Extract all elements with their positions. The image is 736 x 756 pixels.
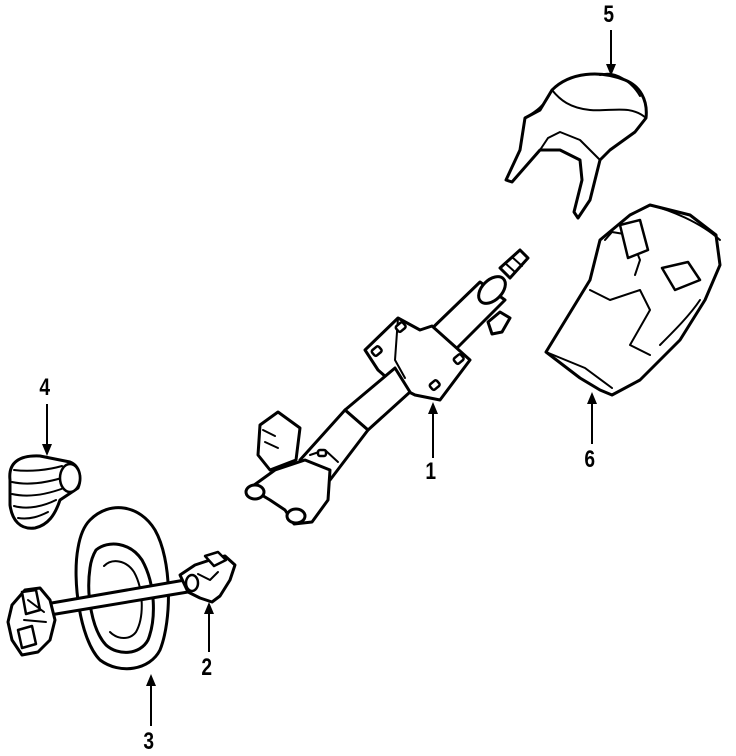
- callout-1: 1: [425, 458, 437, 485]
- left-universal-joint: [6, 586, 57, 657]
- leader-lines: [42, 30, 616, 726]
- part-6-lower-shroud: [544, 203, 722, 397]
- callout-6: 6: [584, 446, 596, 473]
- part-1-steering-column: [244, 248, 530, 526]
- part-5-upper-shroud: [504, 72, 648, 220]
- part-2-universal-joint: [178, 550, 237, 604]
- callout-4: 4: [39, 374, 51, 401]
- callout-3: 3: [143, 728, 155, 755]
- part-3-seal-ring: [74, 506, 170, 671]
- part-4-boot: [8, 454, 82, 530]
- callout-2: 2: [201, 654, 213, 681]
- callout-5: 5: [603, 1, 615, 28]
